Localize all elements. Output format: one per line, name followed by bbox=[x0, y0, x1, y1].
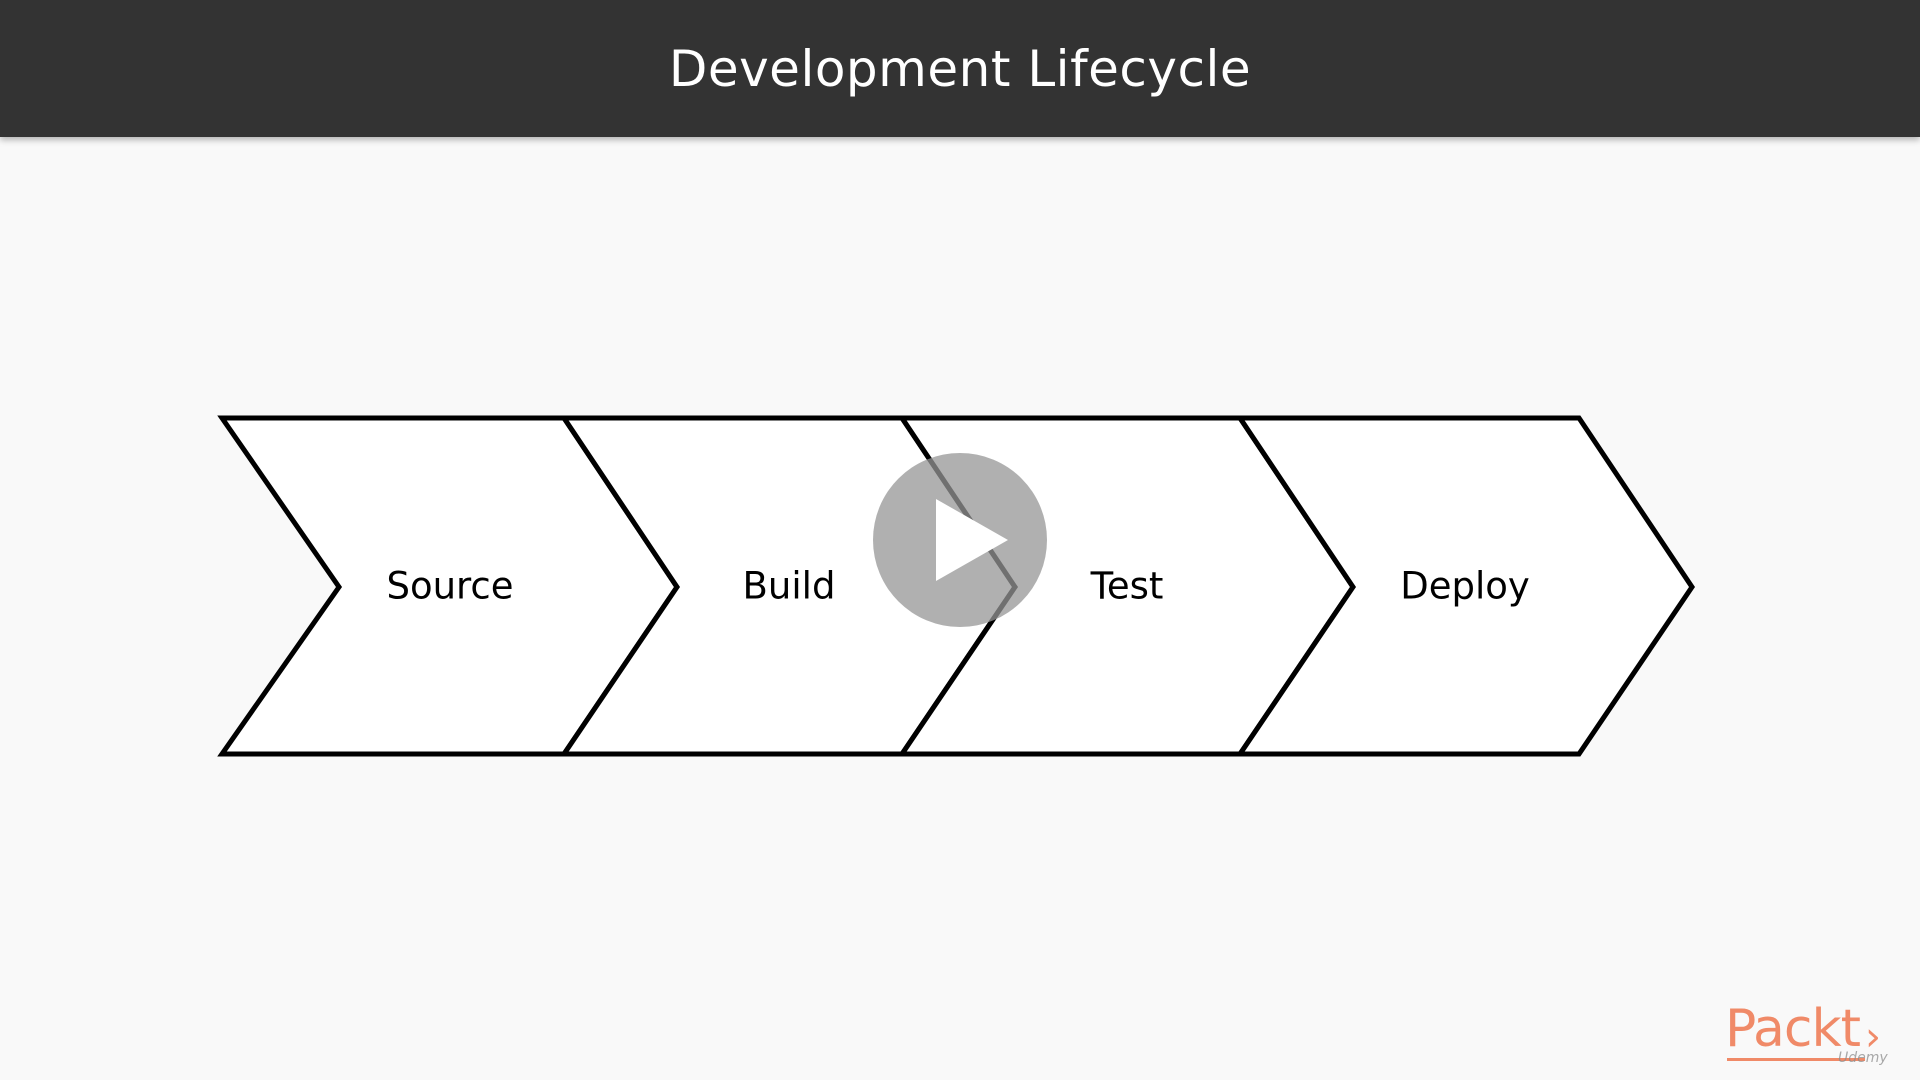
stage-label-test: Test bbox=[1090, 565, 1164, 608]
slide-title: Development Lifecycle bbox=[668, 39, 1252, 98]
play-icon bbox=[936, 499, 1008, 581]
logo-underline bbox=[1727, 1058, 1865, 1061]
chevron-deploy bbox=[1235, 415, 1696, 757]
title-bar: Development Lifecycle bbox=[0, 0, 1920, 137]
stage-label-source: Source bbox=[386, 565, 513, 608]
udemy-watermark: Udemy bbox=[1838, 1050, 1888, 1066]
logo-chevron-icon: › bbox=[1865, 1014, 1881, 1060]
packt-logo: Packt › bbox=[1725, 1003, 1915, 1075]
stage-label-build: Build bbox=[743, 565, 836, 608]
stage-label-deploy: Deploy bbox=[1400, 565, 1530, 608]
play-button[interactable] bbox=[873, 453, 1047, 627]
logo-text: Packt bbox=[1725, 999, 1861, 1059]
